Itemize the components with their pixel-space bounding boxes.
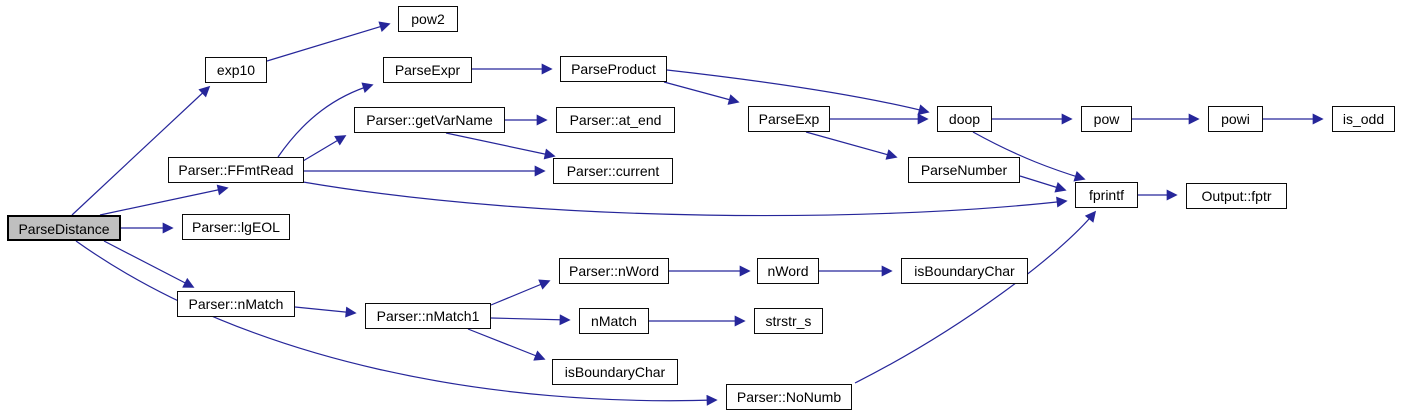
node-parser-nonumb[interactable]: Parser::NoNumb xyxy=(726,384,852,410)
node-parse-product[interactable]: ParseProduct xyxy=(560,56,667,82)
node-fprintf[interactable]: fprintf xyxy=(1075,182,1138,208)
edge-parsedistance-nmatch xyxy=(103,240,195,288)
edge-ffmtread-parseexpr xyxy=(277,82,374,158)
edge-parseproduct-parseexp xyxy=(663,81,740,105)
node-parser-getvarname[interactable]: Parser::getVarName xyxy=(354,107,505,133)
node-parser-nmatch[interactable]: Parser::nMatch xyxy=(177,291,295,317)
node-nmatch[interactable]: nMatch xyxy=(579,308,649,334)
edge-getvarname-current xyxy=(445,132,556,160)
edge-parsenumber-fprintf xyxy=(1019,175,1067,193)
edge-nmatch-nmatch1 xyxy=(294,306,357,318)
node-powi[interactable]: powi xyxy=(1208,106,1263,132)
edge-nmatch1-nmatch xyxy=(490,314,571,326)
node-parse-expr[interactable]: ParseExpr xyxy=(383,57,472,83)
node-strstr-s[interactable]: strstr_s xyxy=(754,308,823,334)
node-is-odd[interactable]: is_odd xyxy=(1332,106,1395,132)
node-parse-exp[interactable]: ParseExp xyxy=(748,106,830,132)
node-parse-distance: ParseDistance xyxy=(7,215,121,241)
node-parser-current[interactable]: Parser::current xyxy=(553,158,673,184)
edge-ffmtread-fprintf xyxy=(302,181,1068,217)
node-doop[interactable]: doop xyxy=(937,106,992,132)
edge-parseproduct-doop xyxy=(666,69,930,116)
node-parser-lgeol[interactable]: Parser::lgEOL xyxy=(182,214,290,240)
node-parse-number[interactable]: ParseNumber xyxy=(908,157,1020,183)
node-parser-at-end[interactable]: Parser::at_end xyxy=(556,107,675,133)
edge-ffmtread-getvarname xyxy=(302,135,347,162)
edge-exp10-pow2 xyxy=(266,21,391,62)
node-parser-nword[interactable]: Parser::nWord xyxy=(559,258,669,284)
edge-nmatch1-isboundarychar xyxy=(467,328,546,361)
node-pow2[interactable]: pow2 xyxy=(398,6,458,32)
edge-parseexp-parsenumber xyxy=(805,131,898,160)
node-isboundarychar[interactable]: isBoundaryChar xyxy=(552,359,678,385)
edge-parsedistance-nonumb xyxy=(75,240,718,406)
edge-nonumb-fprintf xyxy=(854,210,1097,384)
node-parser-nmatch1[interactable]: Parser::nMatch1 xyxy=(365,303,491,329)
edge-parsedistance-exp10 xyxy=(71,85,211,216)
node-pow[interactable]: pow xyxy=(1081,106,1132,132)
edge-nmatch1-nword xyxy=(490,279,551,306)
node-isboundarychar-top[interactable]: isBoundaryChar xyxy=(901,258,1028,284)
edge-doop-fprintf xyxy=(972,131,1086,182)
node-nword[interactable]: nWord xyxy=(757,258,819,284)
node-parser-ffmtread[interactable]: Parser::FFmtRead xyxy=(168,157,304,183)
node-output-fptr[interactable]: Output::fptr xyxy=(1186,183,1287,209)
edge-parsedistance-ffmtread xyxy=(99,184,229,216)
node-exp10[interactable]: exp10 xyxy=(205,57,267,83)
